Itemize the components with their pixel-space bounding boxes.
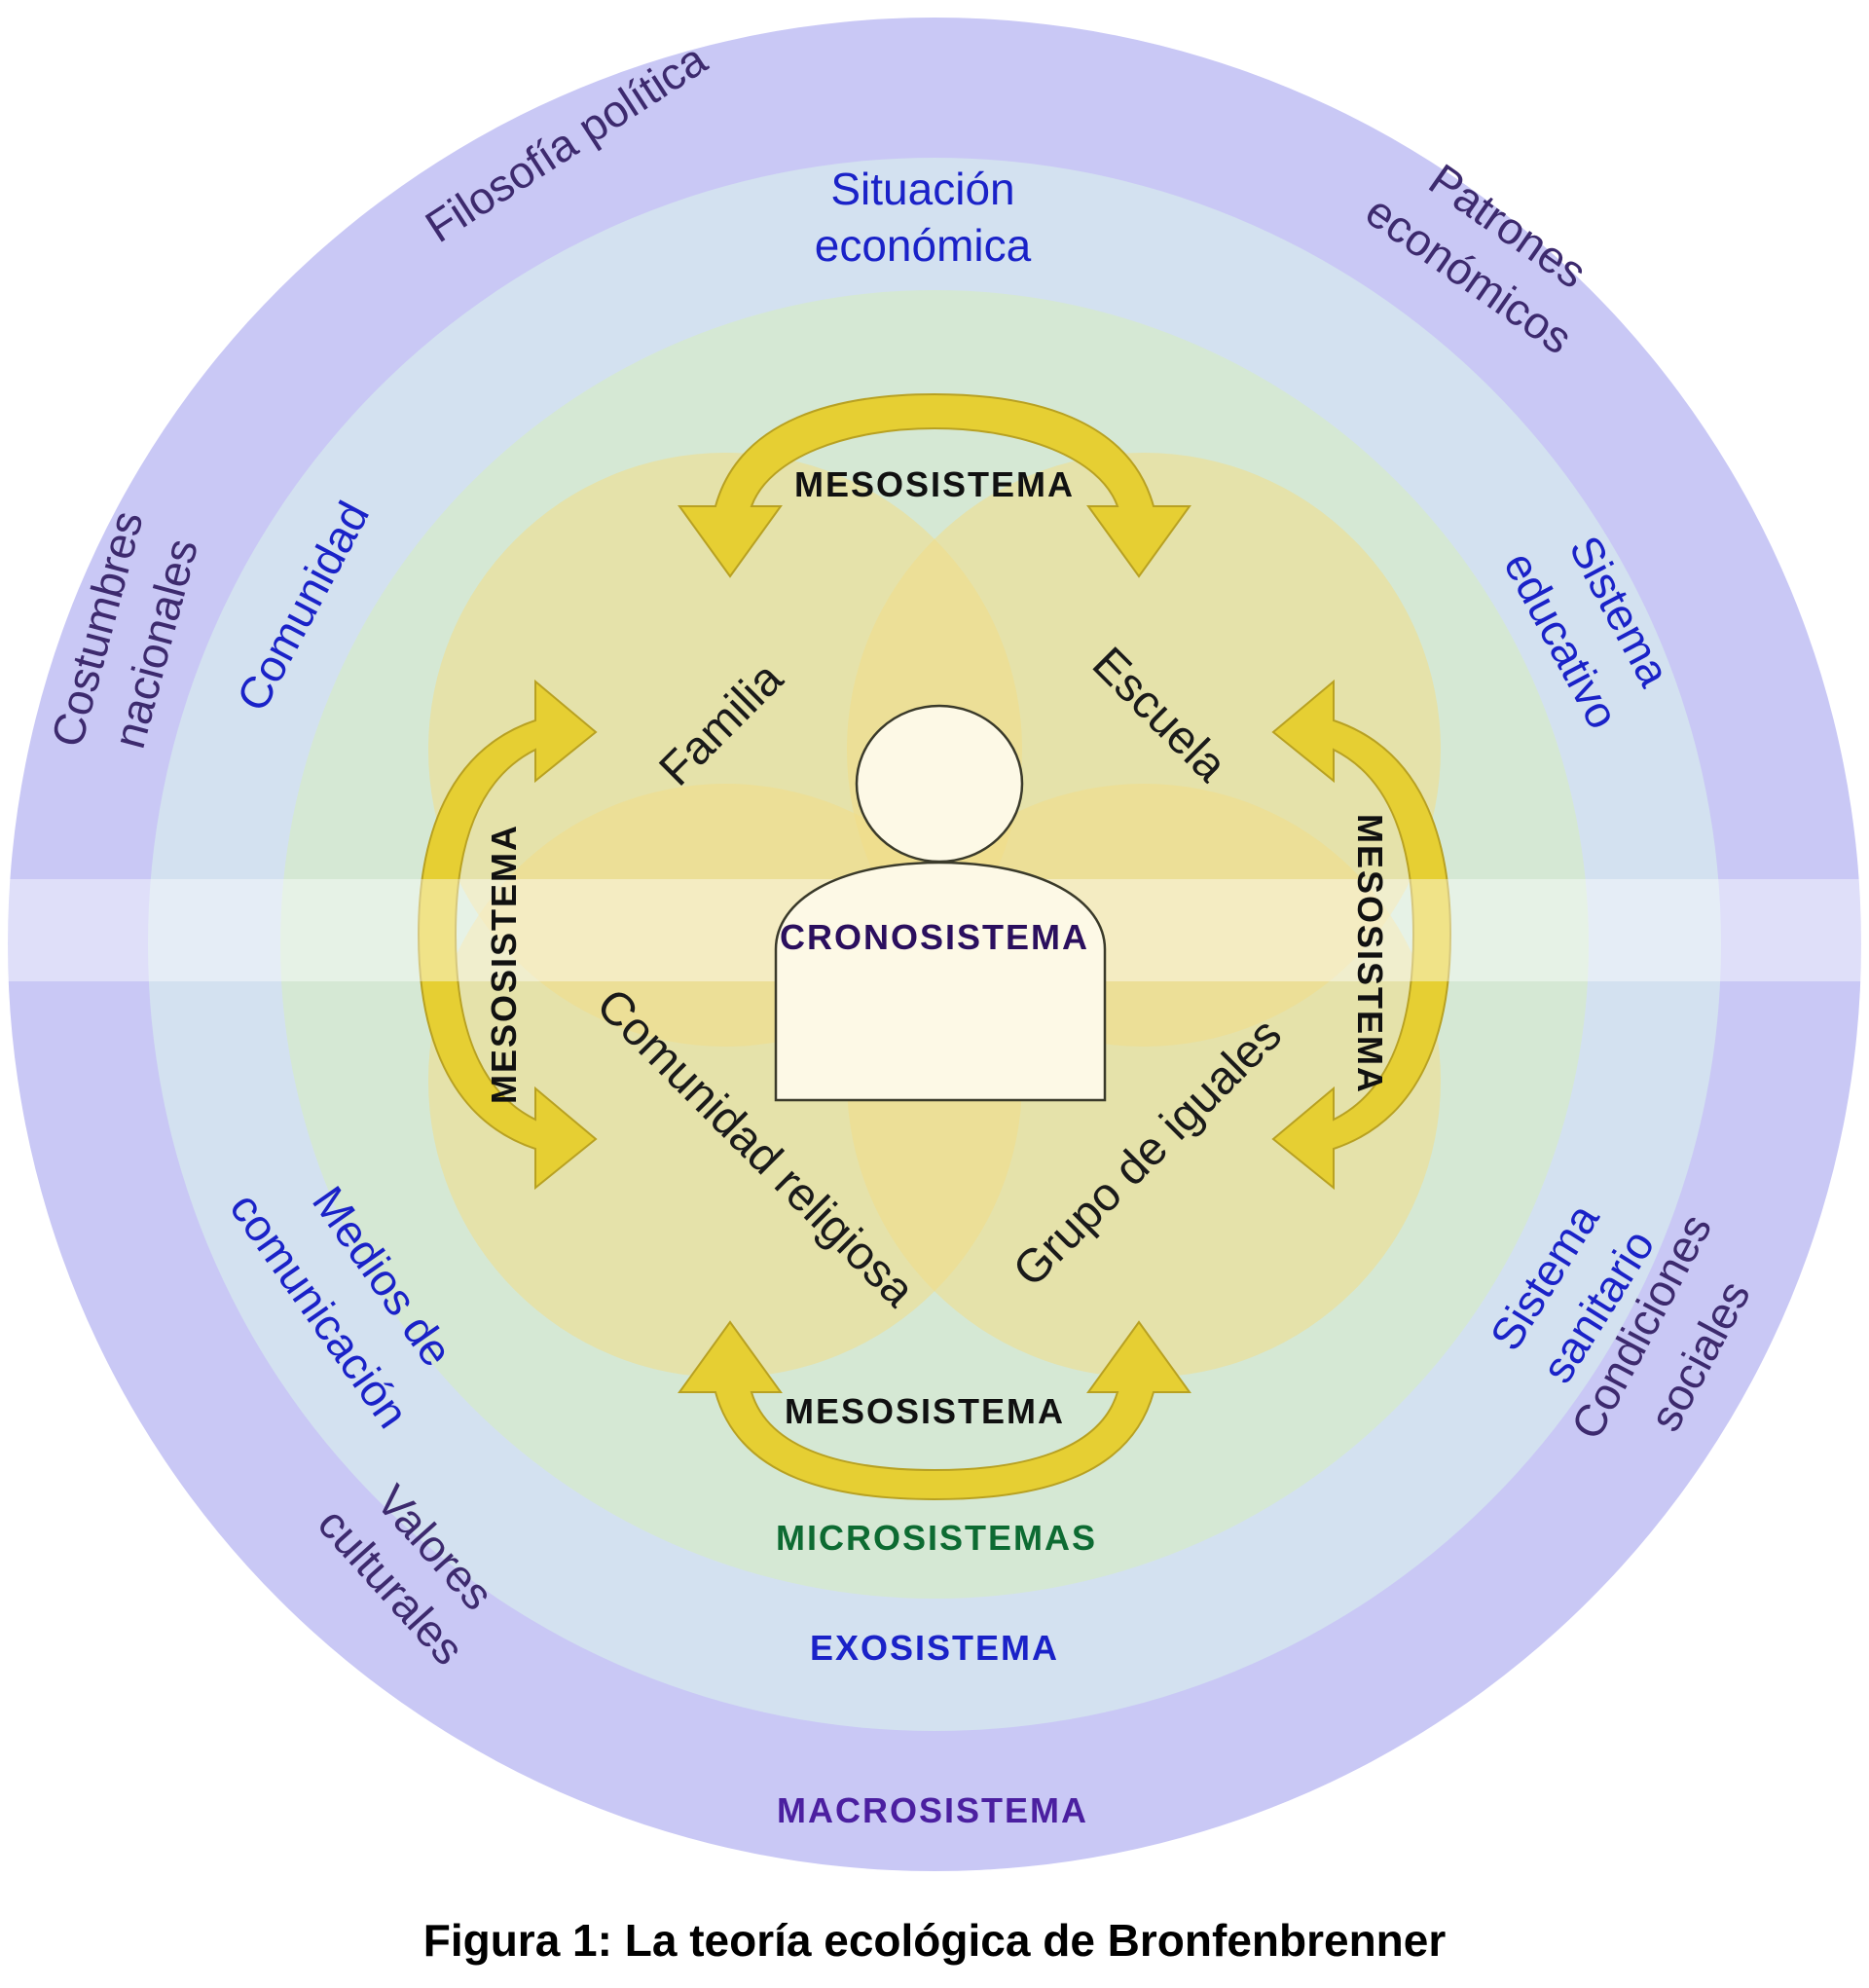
person-body — [774, 861, 1107, 1102]
person-head — [855, 704, 1024, 864]
bronfenbrenner-diagram: Filosofía política Patrones económicos C… — [8, 18, 1861, 1871]
macrosystem-label: MACROSISTEMA — [777, 1790, 1088, 1830]
meso-label-top: MESOSISTEMA — [794, 464, 1075, 504]
meso-label-right: MESOSISTEMA — [1350, 814, 1390, 1094]
person-icon — [774, 704, 1107, 1102]
mesosystem-arrow-top — [678, 392, 1191, 578]
microsystems-label: MICROSISTEMAS — [776, 1518, 1097, 1558]
mesosystem-arrows — [417, 392, 1452, 1501]
figure-caption: Figura 1: La teoría ecológica de Bronfen… — [422, 1915, 1447, 1966]
exosystem-label: EXOSISTEMA — [810, 1628, 1059, 1668]
mesosystem-arrow-bottom — [678, 1320, 1191, 1501]
exo-item-situacion: Situación — [830, 164, 1014, 214]
meso-label-left: MESOSISTEMA — [484, 824, 524, 1104]
exo-item-economica: económica — [815, 220, 1032, 271]
chronosystem-label: CRONOSISTEMA — [780, 917, 1089, 957]
mesosystem-arrow-left — [417, 679, 598, 1191]
mesosystem-arrow-right — [1271, 679, 1452, 1191]
meso-label-bottom: MESOSISTEMA — [785, 1391, 1065, 1431]
